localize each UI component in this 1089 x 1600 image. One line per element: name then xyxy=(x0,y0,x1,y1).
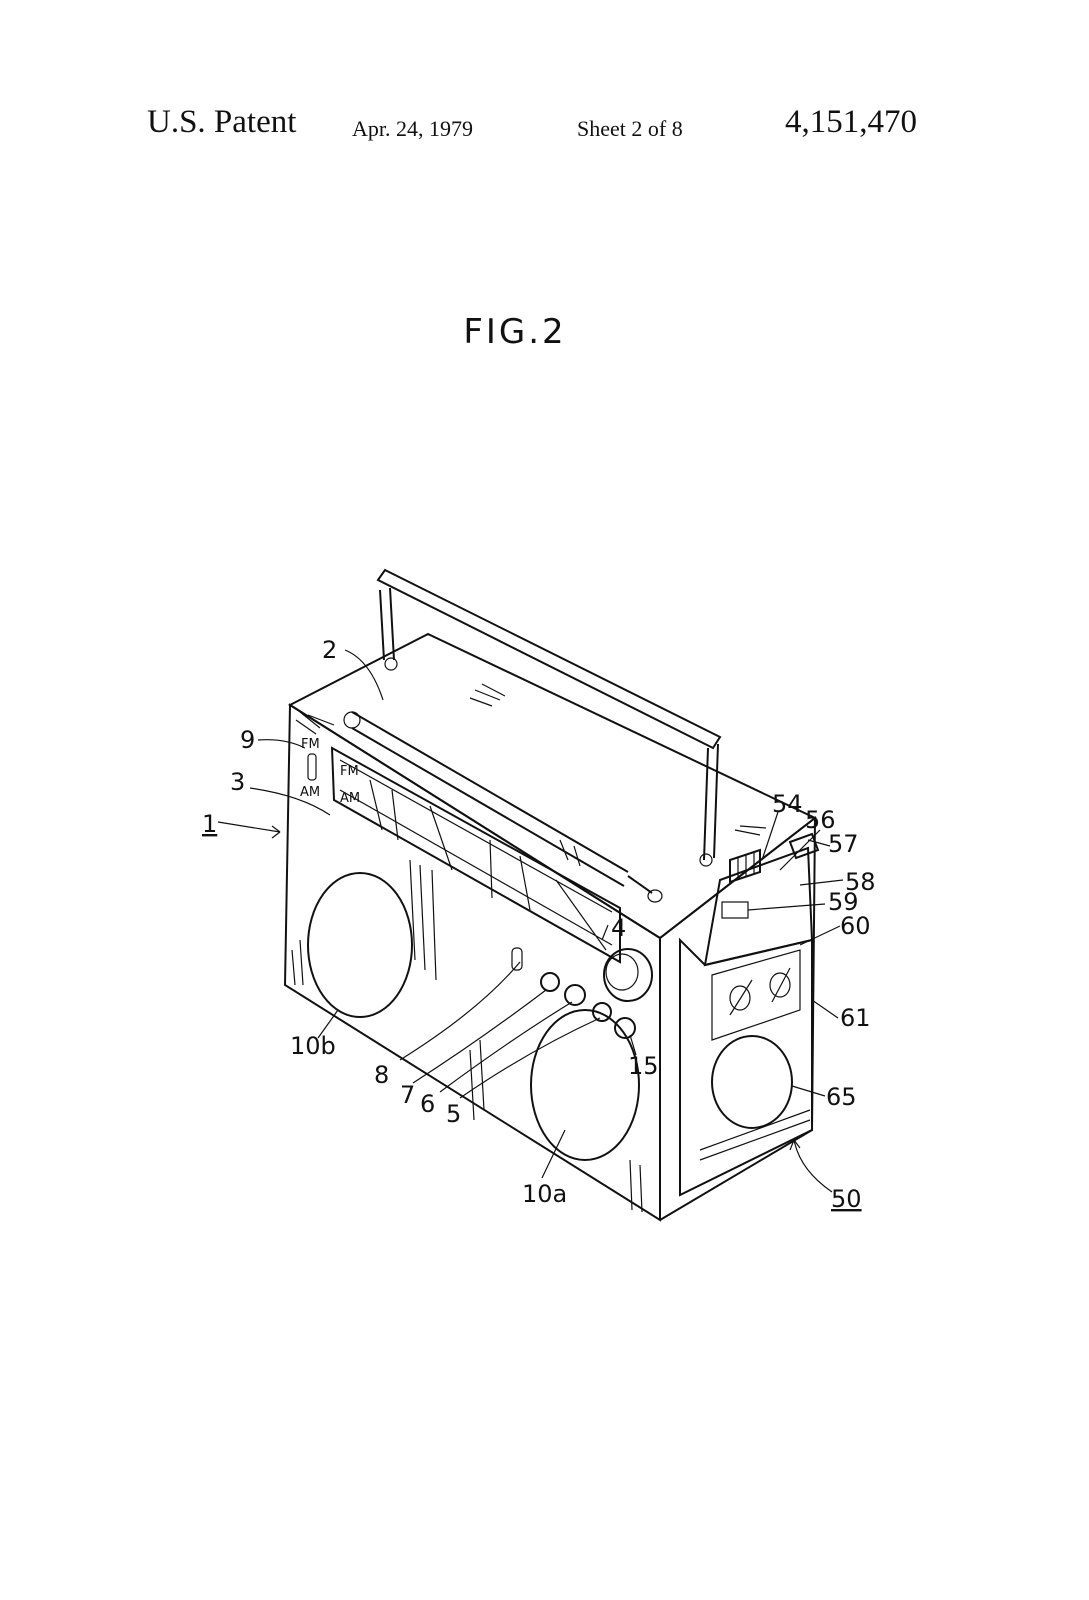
control-knobs xyxy=(511,947,636,1039)
ref-7: 7 xyxy=(400,1081,415,1109)
carry-handle xyxy=(376,568,722,867)
ref-3: 3 xyxy=(230,768,245,796)
ref-58: 58 xyxy=(845,868,876,896)
patent-date: Apr. 24, 1979 xyxy=(352,116,473,141)
patent-number: 4,151,470 xyxy=(785,104,917,140)
ref-15: 15 xyxy=(628,1052,659,1080)
ref-10a: 10a xyxy=(522,1180,567,1208)
patent-header-title: U.S. Patent xyxy=(147,104,297,140)
ref-5: 5 xyxy=(446,1100,461,1128)
dial-fm-label: FM xyxy=(340,764,359,779)
ref-56: 56 xyxy=(805,806,836,834)
telescopic-antenna xyxy=(343,711,663,903)
reference-numerals: 2 9 3 1 4 10b 8 7 6 5 15 10a 54 56 57 58… xyxy=(202,636,876,1213)
figure-title: FIG.2 xyxy=(463,312,567,352)
ref-8: 8 xyxy=(374,1061,389,1089)
speaker-grilles xyxy=(307,872,640,1161)
ref-50: 50 xyxy=(831,1185,862,1213)
ref-60: 60 xyxy=(840,912,871,940)
band-am-label: AM xyxy=(300,785,320,800)
band-switch: FM AM xyxy=(300,737,320,800)
ref-4: 4 xyxy=(611,914,626,942)
ref-59: 59 xyxy=(828,888,859,916)
ref-61: 61 xyxy=(840,1004,871,1032)
dial-am-label: AM xyxy=(340,791,360,806)
ref-57: 57 xyxy=(828,830,859,858)
ref-10b: 10b xyxy=(290,1032,336,1060)
tuning-knob xyxy=(603,948,653,1002)
ref-1: 1 xyxy=(202,810,217,838)
radio-body xyxy=(283,632,817,1222)
leader-lines xyxy=(217,649,844,1193)
ref-6: 6 xyxy=(420,1090,435,1118)
cassette-deck-unit xyxy=(679,832,820,1197)
ref-2: 2 xyxy=(322,636,337,664)
sheet-number: Sheet 2 of 8 xyxy=(577,116,683,141)
tuning-dial-window: FM AM xyxy=(330,746,621,964)
ref-9: 9 xyxy=(240,726,255,754)
ref-65: 65 xyxy=(826,1083,857,1111)
ref-54: 54 xyxy=(772,790,803,818)
band-fm-label: FM xyxy=(301,737,320,752)
